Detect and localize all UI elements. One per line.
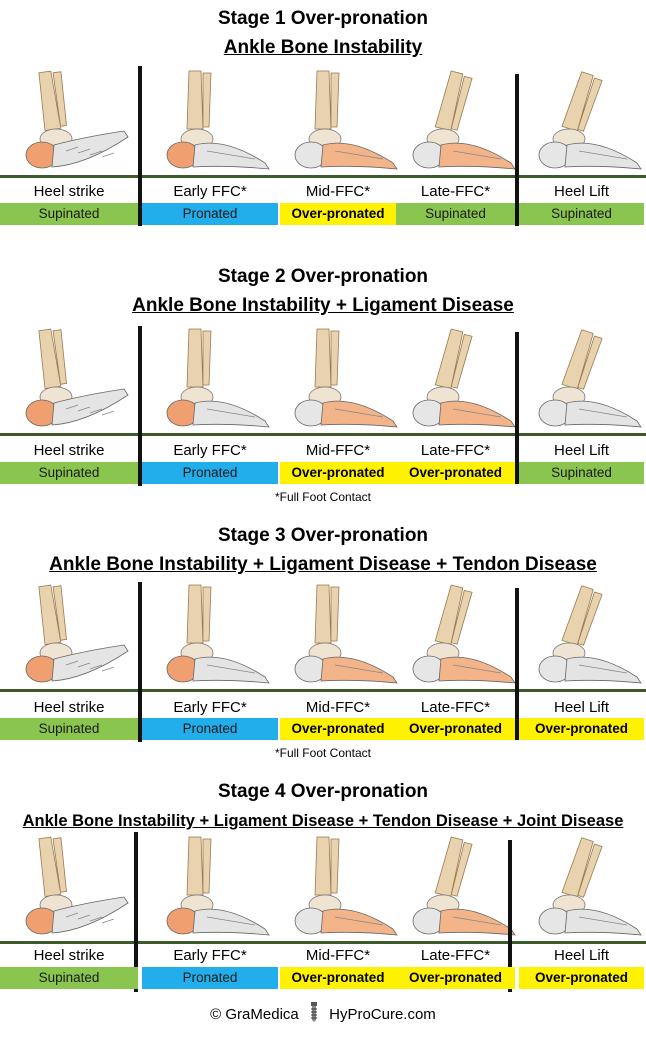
ground-line <box>0 433 646 436</box>
phase-label: Late-FFC* <box>420 442 491 459</box>
ground-line <box>0 689 646 692</box>
footnote: *Full Foot Contact <box>274 490 372 504</box>
phase-label: Heel strike <box>33 442 105 459</box>
stage-subtitle: Ankle Bone Instability <box>223 37 423 58</box>
phase-divider <box>515 588 519 740</box>
phase-label: Heel Lift <box>553 947 610 964</box>
phase-label: Heel Lift <box>553 442 610 459</box>
phase-label: Heel strike <box>33 183 105 200</box>
foot-state-badge: Pronated <box>142 967 278 989</box>
foot-state-badge: Supinated <box>0 462 138 484</box>
phase-label: Early FFC* <box>173 183 247 200</box>
foot-skeleton-icon <box>25 328 129 427</box>
ground-line <box>0 175 646 178</box>
foot-state-badge: Supinated <box>519 203 644 225</box>
foot-state-badge: Over-pronated <box>280 462 396 484</box>
phase-label: Late-FFC* <box>420 947 491 964</box>
foot-state-badge: Supinated <box>0 967 138 989</box>
stage-title: Stage 2 Over-pronation <box>217 266 429 287</box>
phase-label: Heel strike <box>33 699 105 716</box>
foot-skeleton-icon <box>166 584 270 684</box>
foot-state-badge: Over-pronated <box>396 718 515 740</box>
foot-skeleton-icon <box>538 585 642 684</box>
phase-divider <box>515 332 519 484</box>
foot-skeleton-icon <box>412 328 516 428</box>
foot-state-badge: Supinated <box>396 203 515 225</box>
foot-skeleton-icon <box>25 836 129 935</box>
foot-state-badge: Over-pronated <box>396 462 515 484</box>
phase-label: Heel Lift <box>553 183 610 200</box>
foot-state-badge: Over-pronated <box>519 718 644 740</box>
phase-label: Mid-FFC* <box>305 947 371 964</box>
phase-divider <box>508 840 512 992</box>
foot-state-badge: Over-pronated <box>519 967 644 989</box>
stage-title: Stage 1 Over-pronation <box>217 8 429 29</box>
stage-title: Stage 3 Over-pronation <box>217 525 429 546</box>
foot-state-badge: Supinated <box>519 462 644 484</box>
foot-skeleton-icon <box>166 328 270 428</box>
foot-skeleton-icon <box>294 328 398 428</box>
foot-skeleton-icon <box>538 71 642 170</box>
phase-label: Early FFC* <box>173 442 247 459</box>
phase-label: Heel Lift <box>553 699 610 716</box>
phase-divider <box>515 74 519 226</box>
foot-state-badge: Pronated <box>142 718 278 740</box>
screw-implant-icon <box>309 1002 319 1028</box>
ground-line <box>0 941 646 944</box>
phase-divider <box>134 832 138 992</box>
footnote: *Full Foot Contact <box>274 746 372 760</box>
phase-label: Early FFC* <box>173 699 247 716</box>
credit-line: © GraMedica HyProCure.com <box>0 1002 646 1028</box>
phase-divider <box>138 582 142 742</box>
phase-divider <box>138 66 142 226</box>
foot-state-badge: Pronated <box>142 203 278 225</box>
phase-label: Early FFC* <box>173 947 247 964</box>
foot-skeleton-icon <box>412 836 516 936</box>
foot-state-badge: Pronated <box>142 462 278 484</box>
foot-state-badge: Over-pronated <box>280 203 396 225</box>
foot-skeleton-icon <box>166 836 270 936</box>
foot-skeleton-icon <box>412 584 516 684</box>
foot-skeleton-icon <box>25 584 129 683</box>
phase-label: Late-FFC* <box>420 183 491 200</box>
stage-subtitle: Ankle Bone Instability + Ligament Diseas… <box>49 554 597 575</box>
foot-state-badge: Over-pronated <box>280 718 396 740</box>
foot-skeleton-icon <box>166 70 270 170</box>
phase-label: Late-FFC* <box>420 699 491 716</box>
foot-state-badge: Over-pronated <box>396 967 515 989</box>
foot-state-badge: Over-pronated <box>280 967 396 989</box>
stage-title: Stage 4 Over-pronation <box>217 781 429 802</box>
foot-state-badge: Supinated <box>0 718 138 740</box>
credit-hyprocure: HyProCure.com <box>329 1006 436 1023</box>
phase-label: Mid-FFC* <box>305 699 371 716</box>
foot-skeleton-icon <box>412 70 516 170</box>
phase-label: Mid-FFC* <box>305 183 371 200</box>
foot-skeleton-icon <box>538 329 642 428</box>
foot-skeleton-icon <box>25 70 129 169</box>
stage-subtitle: Ankle Bone Instability + Ligament Diseas… <box>22 812 624 830</box>
foot-skeleton-icon <box>538 837 642 936</box>
foot-skeleton-icon <box>294 70 398 170</box>
credit-gramedica: © GraMedica <box>210 1006 299 1023</box>
foot-skeleton-icon <box>294 584 398 684</box>
phase-label: Heel strike <box>33 947 105 964</box>
stage-subtitle: Ankle Bone Instability + Ligament Diseas… <box>132 295 514 316</box>
phase-divider <box>138 326 142 486</box>
foot-state-badge: Supinated <box>0 203 138 225</box>
phase-label: Mid-FFC* <box>305 442 371 459</box>
foot-skeleton-icon <box>294 836 398 936</box>
